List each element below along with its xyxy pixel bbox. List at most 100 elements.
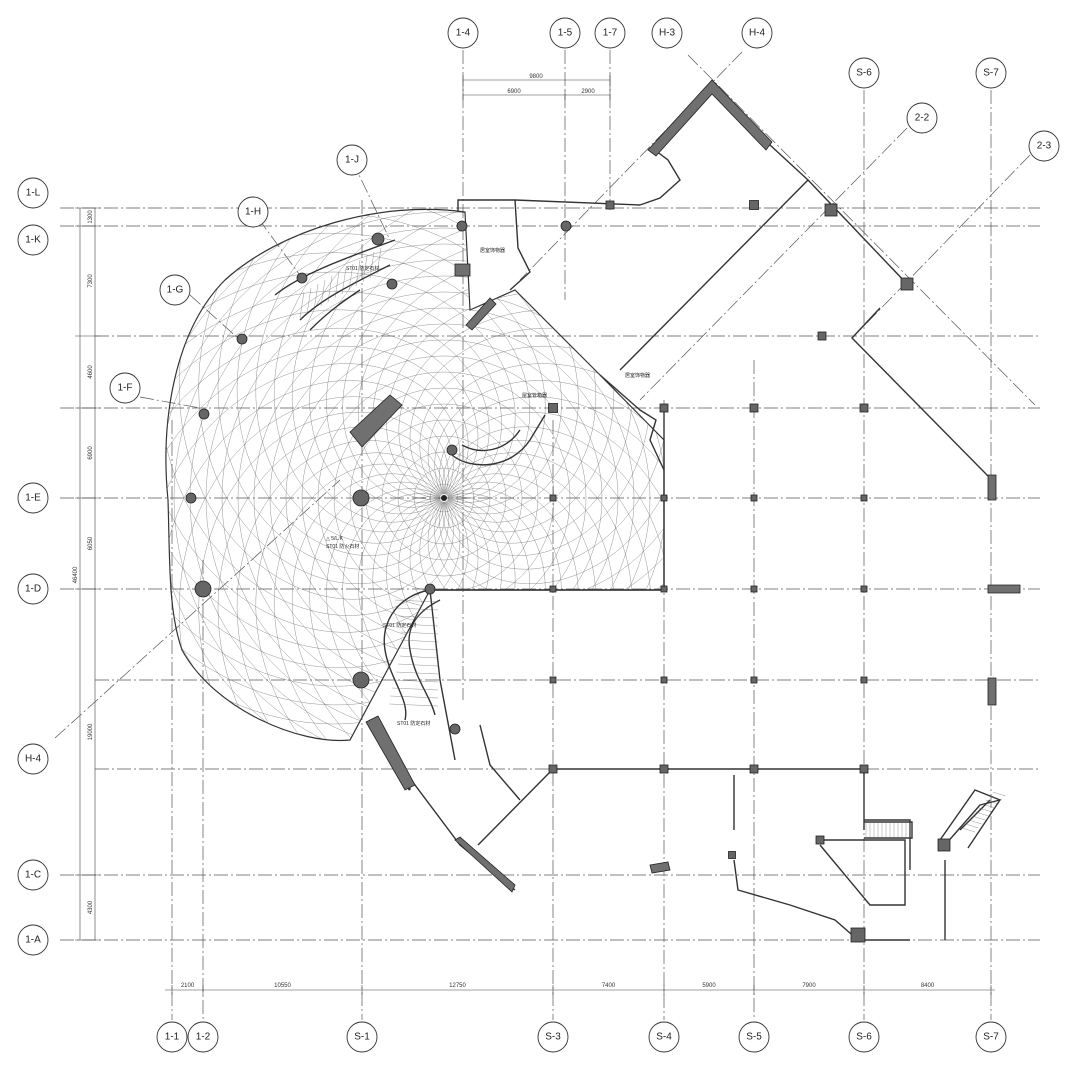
left-axis-bubble: 1-J <box>336 144 368 176</box>
axis-bubble-circle <box>549 17 581 49</box>
axis-bubble-circle <box>336 144 368 176</box>
axis-bubble-label: H-3 <box>659 28 676 39</box>
room-labels: 居室饰物器 居室饰物器 屋室管箱器 ST01 防定石材 ST01 防定石材 ST… <box>326 247 650 727</box>
vertical-grid-lines <box>171 50 992 1020</box>
axis-bubble-label: H-4 <box>25 754 42 765</box>
stair-treads-north <box>299 247 382 319</box>
stairs <box>274 239 1006 849</box>
axis-bubble-circle <box>848 57 880 89</box>
axis-bubble-label: 1-H <box>245 207 261 218</box>
room-label-2: 居室饰物器 <box>625 372 650 379</box>
axis-bubble-circle <box>17 573 49 605</box>
axis-bubble-label: S-7 <box>983 1032 999 1043</box>
round-column <box>198 408 210 420</box>
top-dim-b: 2900 <box>581 89 595 95</box>
stair-treads-south <box>389 599 439 707</box>
axis-bubble-label: S-7 <box>983 68 999 79</box>
top-axis-bubble: 1-7 <box>594 17 626 49</box>
left-dim-value: 19000 <box>88 723 94 740</box>
top-axis-bubble: S-6 <box>848 57 880 89</box>
axis-bubble-label: 1-2 <box>196 1032 211 1043</box>
bottom-dim-value: 10550 <box>274 983 291 989</box>
round-column <box>386 278 398 290</box>
bottom-dim-value: 12750 <box>449 983 466 989</box>
room-label-3: 屋室管箱器 <box>522 392 547 399</box>
axis-bubble-circle <box>17 177 49 209</box>
structural-column <box>750 676 758 684</box>
round-column <box>446 444 458 456</box>
axis-bubble-circle <box>346 1021 378 1053</box>
structural-column <box>749 200 759 210</box>
structural-column <box>605 200 615 210</box>
left-axis-bubbles: 1-L1-K1-J1-H1-G1-F1-E1-DH-41-C1-A <box>17 144 368 956</box>
left-dim-value: 6050 <box>88 536 94 550</box>
structural-column <box>859 764 869 774</box>
axis-bubble-label: 1-A <box>25 935 41 946</box>
bottom-dim-value: 7900 <box>802 983 816 989</box>
top-axis-bubble: H-3 <box>651 17 683 49</box>
axis-bubble-circle <box>109 372 141 404</box>
structural-column <box>548 403 558 413</box>
structural-column <box>660 494 668 502</box>
axis-bubble-circle <box>741 17 773 49</box>
structural-column <box>750 585 758 593</box>
axis-bubble-label: S-5 <box>746 1032 762 1043</box>
axis-bubble-circle <box>447 17 479 49</box>
left-dim-total: 46400 <box>73 566 79 583</box>
bottom-axis-bubble: 1-1 <box>156 1021 188 1053</box>
bottom-axis-bubble: 1-2 <box>187 1021 219 1053</box>
bottom-dim-value: 7400 <box>602 983 616 989</box>
axis-bubble-label: 1-K <box>25 235 41 246</box>
stair-treads-southeast <box>865 822 911 838</box>
structural-column <box>815 835 825 845</box>
axis-bubble-circle <box>651 17 683 49</box>
axis-bubble-circle <box>537 1021 569 1053</box>
axis-bubble-label: 1-F <box>118 383 133 394</box>
round-column <box>371 232 385 246</box>
solid-wall-segments <box>349 79 1021 893</box>
axis-bubble-label: 1-G <box>167 285 184 296</box>
left-axis-bubble: H-4 <box>17 743 49 775</box>
stair-label-c: ST01 防定石材 <box>397 720 430 727</box>
bottom-dim-value: 8400 <box>921 983 935 989</box>
axis-bubble-label: 1-L <box>26 188 41 199</box>
round-column <box>185 492 197 504</box>
bottom-axis-bubble: S-4 <box>648 1021 680 1053</box>
round-column <box>560 220 572 232</box>
axis-bubble-circle <box>1028 130 1060 162</box>
bottom-axis-bubble: S-3 <box>537 1021 569 1053</box>
center-label-a: △ 5/L.K <box>326 536 344 542</box>
center-label-b: ST01 防火石材 <box>326 543 359 550</box>
left-axis-bubble: 1-K <box>17 224 49 256</box>
walls <box>368 80 1001 941</box>
stair-label-a: ST01 防定石材 <box>346 265 379 272</box>
axis-bubble-circle <box>17 743 49 775</box>
left-axis-bubble: 1-D <box>17 573 49 605</box>
left-axis-bubble: 1-L <box>17 177 49 209</box>
structural-column <box>817 331 827 341</box>
top-axis-bubble: 2-2 <box>906 102 938 134</box>
axis-bubble-circle <box>17 859 49 891</box>
bottom-axis-bubble: S-6 <box>848 1021 880 1053</box>
axis-bubble-circle <box>187 1021 219 1053</box>
axis-bubble-circle <box>848 1021 880 1053</box>
structural-column <box>860 676 868 684</box>
structural-column <box>900 277 914 291</box>
top-axis-bubble: 1-5 <box>549 17 581 49</box>
top-axis-bubble: 1-4 <box>447 17 479 49</box>
horizontal-grid-lines <box>60 207 1040 941</box>
axis-bubble-circle <box>648 1021 680 1053</box>
axis-bubble-circle <box>975 57 1007 89</box>
axis-bubble-label: 1-C <box>25 870 41 881</box>
left-dim-value: 7300 <box>88 274 94 288</box>
structural-column <box>860 585 868 593</box>
left-axis-bubble: 1-F <box>109 372 141 404</box>
top-dim-total: 9800 <box>529 74 543 80</box>
axis-bubble-circle <box>17 224 49 256</box>
axis-bubble-circle <box>17 482 49 514</box>
axis-bubble-label: 2-3 <box>1037 141 1052 152</box>
left-dim-value: 4300 <box>88 900 94 914</box>
